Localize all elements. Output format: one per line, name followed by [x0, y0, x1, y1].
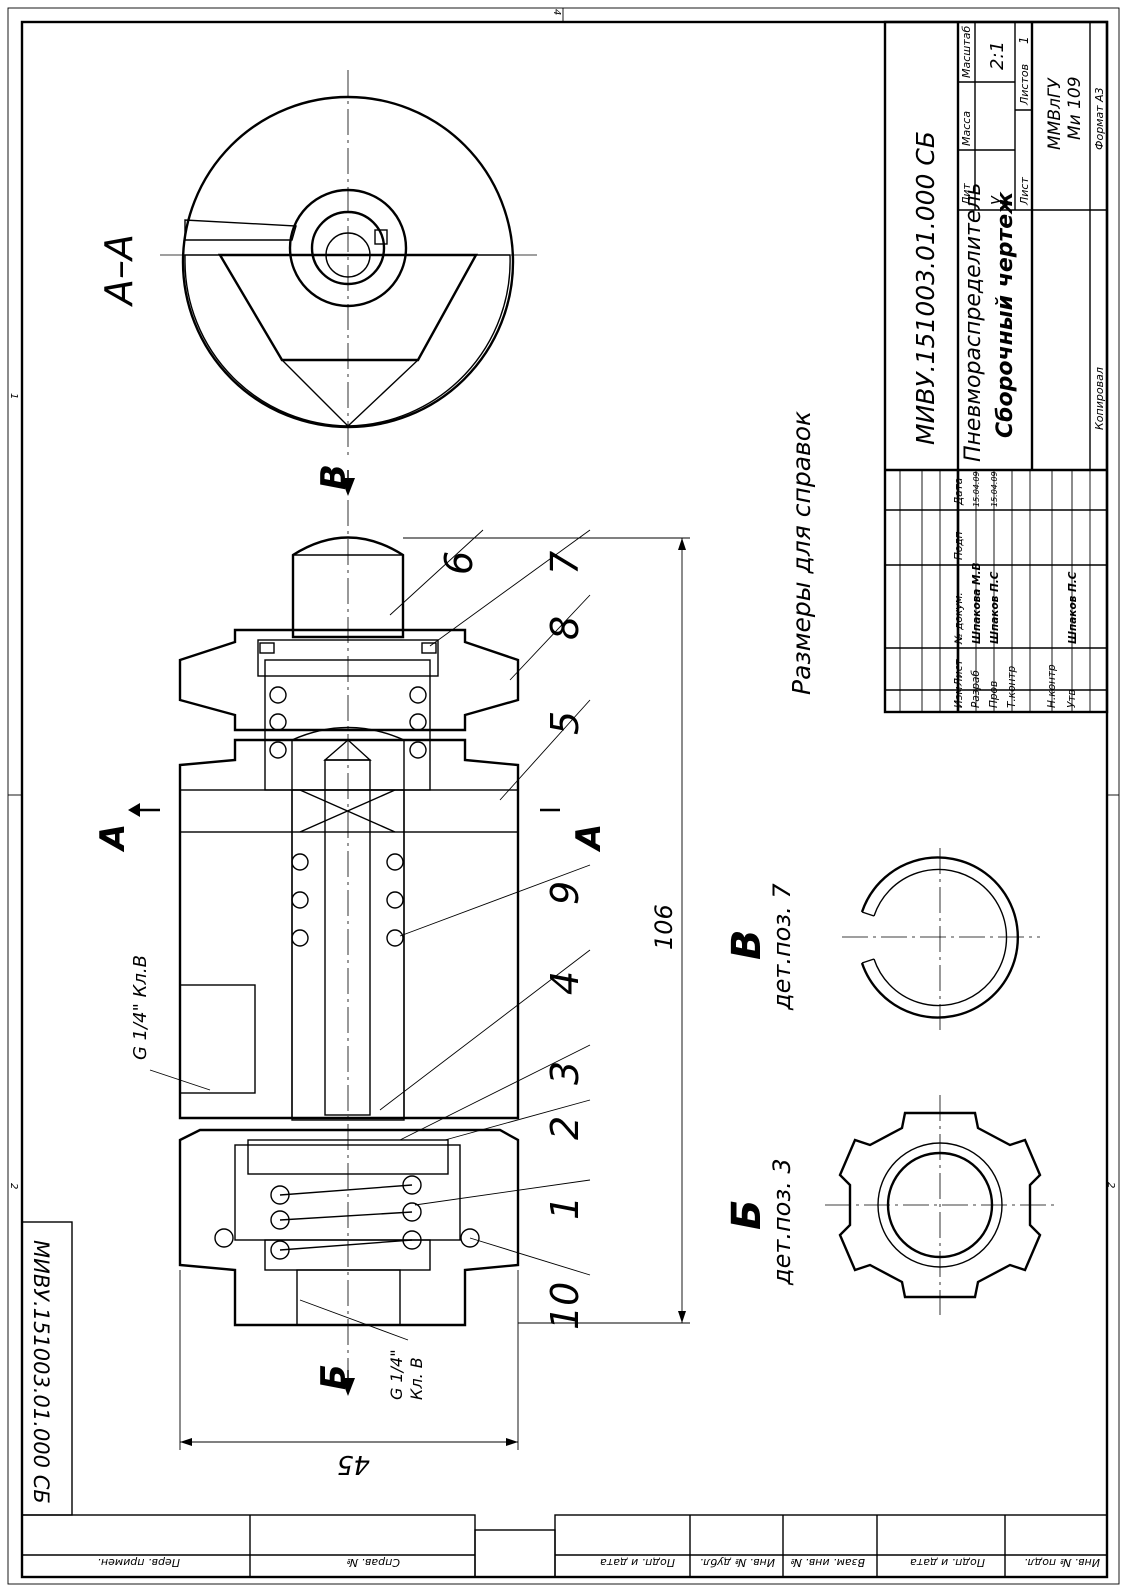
- position-7: 7: [543, 551, 587, 575]
- dimension-diameter-value: 45: [337, 1449, 370, 1479]
- scale-value: 2:1: [987, 41, 1008, 70]
- arrow-b-top-head: [341, 478, 355, 496]
- tb-label-mass: Масса: [960, 111, 973, 146]
- margin-label-perv-primen: Перв. примен.: [97, 1556, 180, 1569]
- designation: МИВУ.151003.01.000 СБ: [911, 131, 940, 445]
- tb-label-scale: Масштаб: [960, 26, 973, 78]
- view-b-caption: дет.поз. 7: [768, 883, 796, 1011]
- position-5: 5: [543, 711, 587, 735]
- tb-header-date: Дата: [953, 478, 965, 506]
- copied-label: Копировал: [1093, 367, 1106, 430]
- format-label: Формат А3: [1093, 87, 1106, 150]
- dimension-length-value: 106: [650, 904, 678, 950]
- organization-line1: ММВлГУ: [1045, 77, 1065, 150]
- letter: у: [985, 195, 1004, 206]
- section-a-a-view: [160, 70, 540, 460]
- view-be-title: Б: [724, 1200, 770, 1231]
- product-name: Пневмораспределитель: [961, 183, 986, 462]
- arrow-be-bottom-label: Б: [314, 1364, 354, 1390]
- retaining-ring-view: [842, 848, 1040, 1030]
- view-be-caption: дет.поз. 3: [768, 1158, 796, 1286]
- tb-label-sheets: Листов: [1018, 64, 1031, 106]
- position-numbers: 6 7 8 5 9 4 3 2 1 10: [437, 551, 587, 1330]
- arrow-b-top-label: В: [314, 464, 354, 490]
- margin-label-podp-data-2: Подп. и дата: [600, 1556, 675, 1569]
- dimension-45: [179, 1270, 519, 1450]
- position-1: 1: [543, 1196, 587, 1220]
- margin-strip: Инв. № подл. Подп. и дата Взам. инв. № И…: [21, 1514, 1108, 1578]
- position-8: 8: [543, 616, 587, 640]
- thread-end-line2: Кл. В: [407, 1357, 426, 1400]
- tb-header-list: Лист: [953, 659, 965, 687]
- zone-mark-top: 4: [551, 9, 562, 15]
- sheet-trim-border: [7, 7, 1120, 1585]
- sheets-total: 1: [1017, 36, 1031, 44]
- tb-role-utv: Утв: [1066, 689, 1078, 708]
- tb-name-prov: Шпаков П.С: [989, 571, 1001, 644]
- margin-label-sprav: Справ. №: [346, 1556, 400, 1569]
- tb-label-sheet: Лист: [1018, 177, 1031, 206]
- tb-role-tkontr: Т.контр: [1006, 666, 1018, 708]
- thread-side-label: G 1/4" Кл.В: [130, 955, 151, 1060]
- tb-role-prov: Пров: [988, 681, 1000, 708]
- tb-role-razrab: Разраб: [970, 670, 982, 708]
- position-6: 6: [437, 551, 481, 575]
- zone-mark-left-2: 2: [8, 1183, 19, 1189]
- cap-end-view: [825, 1095, 1055, 1315]
- position-9: 9: [543, 881, 587, 905]
- position-2: 2: [543, 1116, 587, 1140]
- section-a-a-label: А–А: [97, 234, 141, 308]
- tb-date-razrab: 15.04.09: [972, 471, 981, 507]
- zone-mark-left-1: 1: [8, 393, 19, 399]
- position-3: 3: [543, 1061, 587, 1085]
- margin-label-vzam-inv: Взам. инв. №: [790, 1556, 865, 1569]
- margin-label-podp-data-1: Подп. и дата: [910, 1556, 985, 1569]
- designation-stamp: МИВУ.151003.01.000 СБ: [29, 1240, 53, 1504]
- tb-header-doc: № докум.: [953, 592, 965, 645]
- position-4: 4: [543, 971, 587, 995]
- position-10: 10: [543, 1282, 587, 1330]
- dimension-106: [403, 537, 690, 1324]
- tb-header-podp: Подп: [953, 531, 965, 560]
- tb-date-prov: 15.04.09: [990, 471, 999, 507]
- designation-stamp-box: [21, 1221, 73, 1516]
- tb-label-lit: Лит: [960, 183, 973, 206]
- title-block: Изм Лист № докум. Подп Дата Разраб Пров …: [883, 20, 1109, 714]
- tb-name-razrab: Шпакова М.В: [971, 563, 983, 644]
- cut-a-right-label: А: [569, 824, 609, 853]
- view-b-title: В: [724, 930, 770, 961]
- zone-mark-right-2: 2: [1105, 1182, 1116, 1188]
- thread-end-line1: G 1/4": [387, 1349, 406, 1400]
- organization-line2: Ми 109: [1065, 76, 1085, 140]
- tb-role-nkontr: Н.контр: [1046, 664, 1058, 708]
- margin-label-inv-podl: Инв. № подл.: [1024, 1556, 1100, 1569]
- tb-name-utv: Шпаков П.С: [1067, 571, 1079, 644]
- tb-header-izm: Изм: [953, 687, 965, 708]
- reference-note: Размеры для справок: [787, 411, 816, 695]
- document-type: Сборочный чертеж: [993, 191, 1018, 438]
- cut-a-left-label: А: [93, 824, 133, 853]
- margin-label-inv-dubl: Инв. № дубл.: [700, 1556, 775, 1569]
- main-section-view: [178, 500, 520, 1390]
- position-leaders: [379, 529, 591, 1276]
